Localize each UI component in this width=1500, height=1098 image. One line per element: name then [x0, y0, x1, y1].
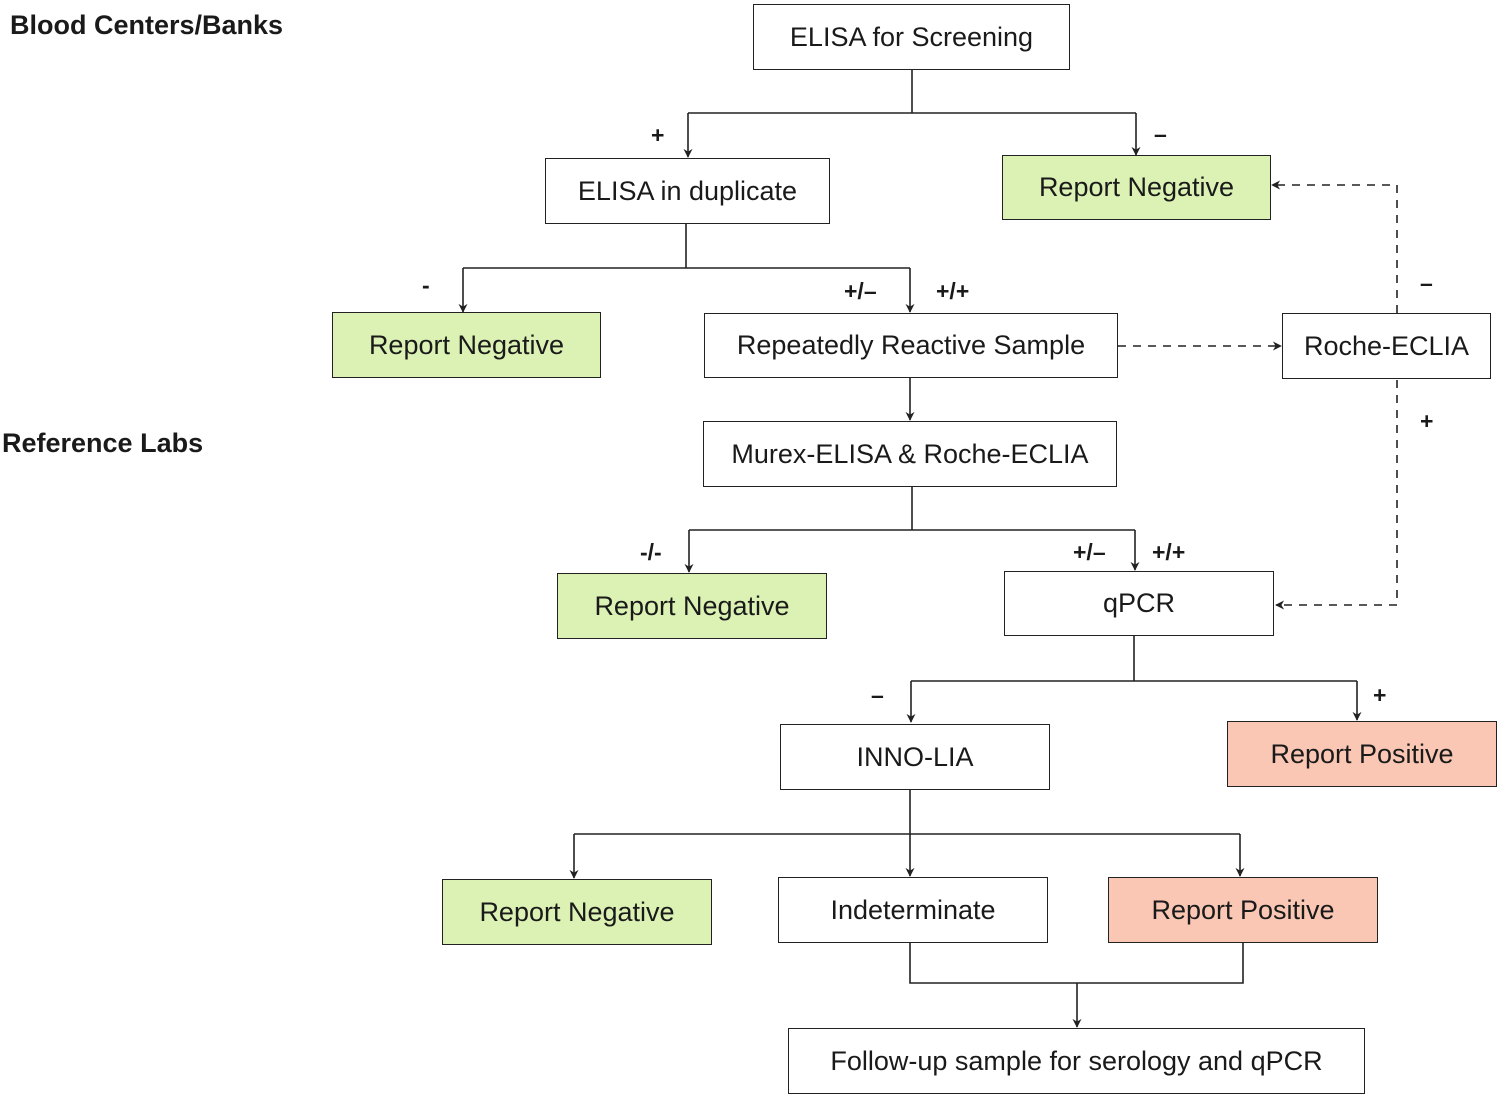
connector-duplicate-split [463, 224, 910, 269]
dashed-arrow-roche-to-qpcr [1275, 380, 1398, 610]
node-murex-roche: Murex-ELISA & Roche-ECLIA [703, 421, 1117, 487]
connector-qpcr-split [911, 636, 1357, 682]
node-elisa-screening: ELISA for Screening [753, 4, 1070, 70]
node-indeterminate: Indeterminate [778, 877, 1048, 943]
dashed-arrow-roche-to-report-negative [1271, 180, 1398, 313]
edge-label-duplicate-pos-neg: +/– [844, 278, 877, 304]
edge-label-qpcr-negative: – [871, 682, 884, 708]
node-repeatedly-reactive: Repeatedly Reactive Sample [704, 313, 1118, 378]
edge-label-roche-positive: + [1420, 408, 1434, 434]
connector-screening-split [688, 70, 1136, 114]
node-inno-lia: INNO-LIA [780, 724, 1050, 790]
node-report-negative-murex: Report Negative [557, 573, 827, 639]
edge-label-qpcr-positive: + [1373, 682, 1387, 708]
edge-label-screening-positive: + [651, 122, 665, 148]
edge-label-screening-negative: – [1154, 121, 1167, 147]
edge-label-murex-pos-neg: +/– [1073, 539, 1106, 565]
edge-label-murex-pos-pos: +/+ [1152, 539, 1186, 565]
node-follow-up: Follow-up sample for serology and qPCR [788, 1028, 1365, 1094]
node-report-negative-inno: Report Negative [442, 879, 712, 945]
section-label-reference-labs: Reference Labs [2, 428, 204, 458]
node-roche-eclia: Roche-ECLIA [1282, 313, 1491, 379]
connector-murex-split [689, 487, 1135, 531]
node-elisa-duplicate: ELISA in duplicate [545, 158, 830, 224]
node-report-positive-qpcr: Report Positive [1227, 721, 1497, 787]
node-report-positive-inno: Report Positive [1108, 877, 1378, 943]
node-qpcr: qPCR [1004, 571, 1274, 636]
node-report-negative-top: Report Negative [1002, 155, 1271, 220]
edge-label-duplicate-negative: - [422, 272, 430, 298]
edge-label-murex-neg-neg: -/- [640, 539, 662, 565]
section-label-blood-centers: Blood Centers/Banks [10, 10, 284, 40]
node-report-negative-duplicate: Report Negative [332, 312, 601, 378]
edge-label-duplicate-pos-pos: +/+ [936, 278, 970, 304]
connector-followup-merge [909, 943, 1244, 984]
connector-inno-split [574, 790, 1240, 835]
edge-label-roche-negative: – [1420, 270, 1433, 296]
